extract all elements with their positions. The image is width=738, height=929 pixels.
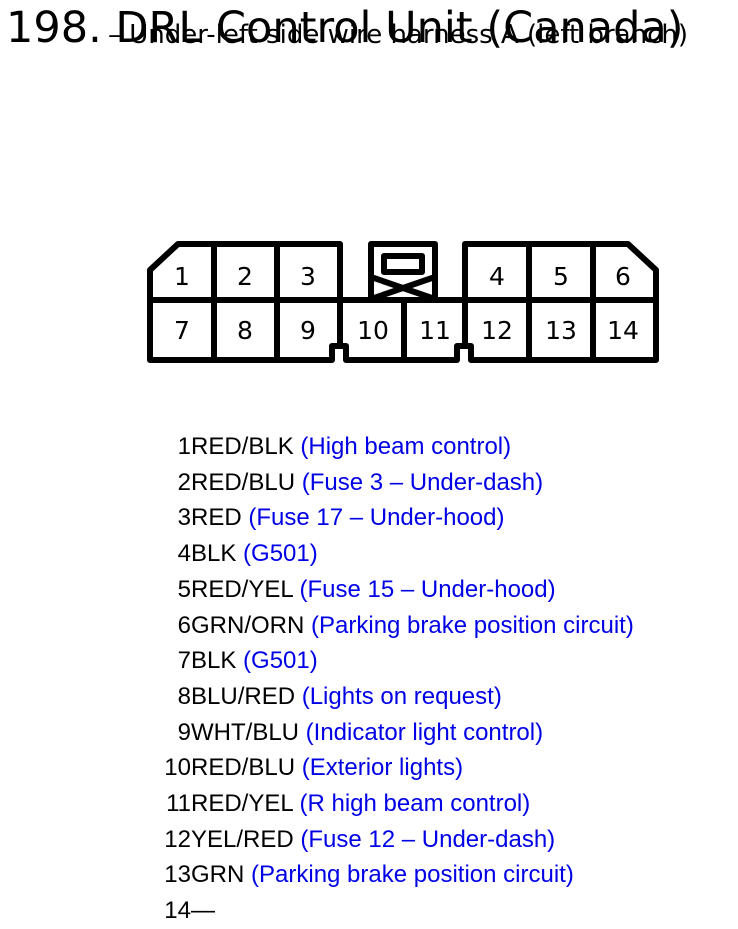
pin-row: 14—	[0, 894, 215, 928]
pin-row: 4BLK (G501)	[0, 537, 318, 571]
connector-pin-1: 1	[174, 262, 190, 291]
connector-pin-2: 2	[237, 262, 253, 291]
connector-pin-8: 8	[237, 316, 253, 345]
pin-description: (Fuse 15 – Under-hood)	[299, 575, 556, 603]
pin-number: 5	[177, 575, 191, 603]
pin-description: (Indicator light control)	[305, 718, 544, 746]
pin-number: 9	[177, 718, 191, 746]
pin-number: 8	[177, 682, 191, 710]
pin-number: 7	[177, 647, 191, 675]
page-subtitle: – Under-left side wire harness A (left b…	[108, 20, 689, 50]
pin-description: (Fuse 17 – Under-hood)	[248, 504, 505, 532]
connector-pin-4: 4	[489, 262, 505, 291]
pin-wire: BLU/RED	[191, 682, 296, 710]
pin-wire: GRN/ORN	[191, 611, 305, 639]
pin-number: 6	[177, 611, 191, 639]
connector-left-block	[147, 241, 343, 303]
pin-row: 1RED/BLK (High beam control)	[0, 430, 511, 464]
pin-number: 4	[177, 540, 191, 568]
connector-latch-inner	[381, 253, 425, 275]
pin-row: 2RED/BLU (Fuse 3 – Under-dash)	[0, 466, 544, 500]
connector-pin-12: 12	[481, 316, 513, 345]
pin-row: 3RED (Fuse 17 – Under-hood)	[0, 501, 505, 535]
pin-number: 13	[164, 861, 191, 889]
connector-right-block	[462, 241, 659, 303]
pin-row: 6GRN/ORN (Parking brake position circuit…	[0, 609, 634, 643]
pin-description: (Parking brake position circuit)	[311, 611, 634, 639]
pin-row: 13GRN (Parking brake position circuit)	[0, 858, 574, 892]
pin-description: (Exterior lights)	[301, 754, 464, 782]
pin-row: 5RED/YEL (Fuse 15 – Under-hood)	[0, 573, 556, 607]
pin-wire: RED/BLK	[191, 433, 294, 460]
pin-description: (Fuse 3 – Under-dash)	[301, 468, 544, 496]
connector-pin-5: 5	[553, 262, 569, 291]
pin-number: 14	[164, 897, 191, 925]
pin-wire: BLK	[191, 540, 237, 568]
connector-pin-14: 14	[607, 316, 639, 345]
pin-number: 3	[177, 504, 191, 532]
pin-wire: RED/YEL	[191, 575, 293, 603]
pin-description: (G501)	[243, 540, 318, 568]
pin-description: (High beam control)	[300, 433, 512, 460]
pin-wire: YEL/RED	[191, 825, 294, 853]
connector-pin-13: 13	[545, 316, 577, 345]
pin-wire: WHT/BLU	[191, 718, 299, 746]
connector-pin-7: 7	[174, 316, 190, 345]
connector-pin-9: 9	[300, 316, 316, 345]
connector-pin-10: 10	[357, 316, 389, 345]
connector-diagram: 1 2 3 4 5 6 7 8 9 10 11 12 13 14	[147, 241, 659, 363]
pin-row: 12YEL/RED (Fuse 12 – Under-dash)	[0, 823, 555, 857]
pin-number: 1	[177, 433, 191, 460]
pin-wire: GRN	[191, 861, 245, 889]
pin-wire: RED/BLU	[191, 468, 296, 496]
pin-row: 8BLU/RED (Lights on request)	[0, 680, 502, 714]
pin-wire: BLK	[191, 647, 237, 675]
pin-wire: RED/YEL	[191, 790, 293, 817]
pin-description: (Fuse 12 – Under-dash)	[300, 825, 556, 853]
pin-row: 7BLK (G501)	[0, 644, 318, 678]
page-title: 198. DRL Control Unit (Canada)	[6, 3, 684, 53]
pin-description: (Lights on request)	[301, 682, 502, 710]
pin-number: 2	[177, 468, 191, 496]
pin-wire: RED/BLU	[191, 754, 296, 782]
pin-wire: RED	[191, 504, 242, 532]
pin-description: (G501)	[243, 647, 318, 675]
pin-number: 12	[164, 825, 191, 853]
pin-description: (R high beam control)	[299, 790, 531, 817]
connector-pin-11: 11	[419, 316, 451, 345]
pin-row: 11RED/YEL (R high beam control)	[0, 787, 530, 821]
pin-wire: —	[191, 897, 215, 925]
pin-row: 9WHT/BLU (Indicator light control)	[0, 716, 543, 750]
connector-pin-6: 6	[615, 262, 631, 291]
pin-number: 10	[164, 754, 191, 782]
connector-latch-cross	[371, 275, 435, 301]
pin-description: (Parking brake position circuit)	[251, 861, 574, 889]
pin-number: 11	[166, 790, 191, 817]
pin-row: 10RED/BLU (Exterior lights)	[0, 751, 463, 785]
connector-pin-3: 3	[300, 262, 316, 291]
